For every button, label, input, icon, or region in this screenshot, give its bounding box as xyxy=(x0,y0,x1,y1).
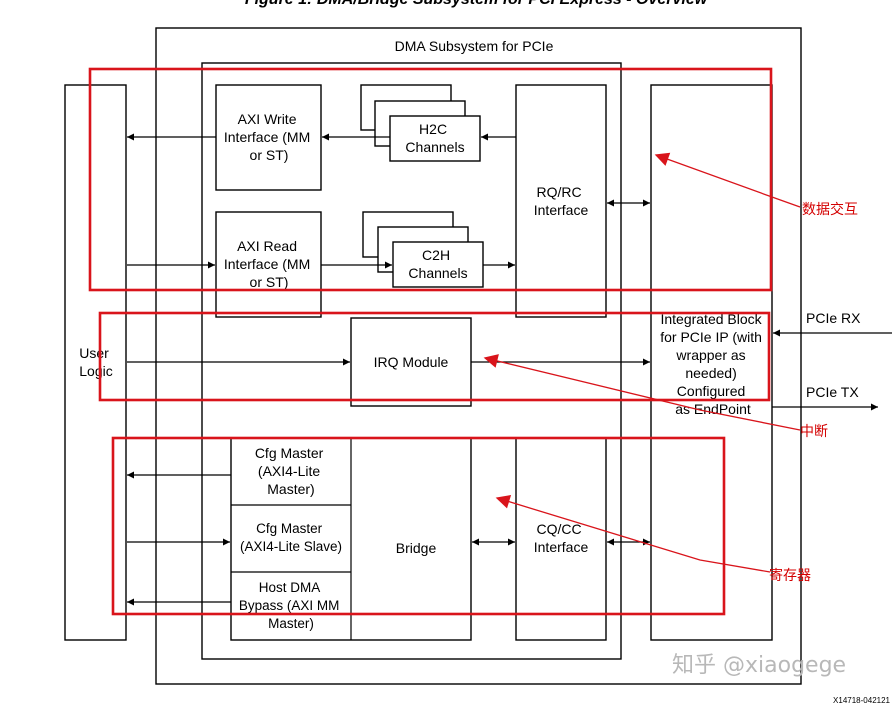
subsystem-title: DMA Subsystem for PCIe xyxy=(395,38,554,54)
axi-read-interface-label: AXI Read Interface (MM or ST) xyxy=(224,238,314,290)
bridge-label: Bridge xyxy=(396,540,437,556)
c2h-channels-label: C2H Channels xyxy=(408,247,467,281)
h2c-channels-label: H2C Channels xyxy=(405,121,464,155)
h2c-channels-stack xyxy=(360,84,481,162)
user-logic-block xyxy=(64,84,127,641)
pcie-rx-label: PCIe RX xyxy=(806,310,861,326)
user-logic-label: User Logic xyxy=(79,345,112,379)
figure-id: X14718-042121 xyxy=(833,696,890,705)
interrupt-pointer xyxy=(483,354,801,431)
register-pointer xyxy=(495,494,771,573)
host-dma-bypass-label: Host DMA Bypass (AXI MM Master) xyxy=(239,580,343,631)
watermark: 知乎 @xiaogege xyxy=(672,653,846,678)
cq-cc-interface-block xyxy=(515,437,607,641)
register-highlight-box xyxy=(111,436,726,616)
figure-caption: Figure 1: DMA/Bridge Subsystem for PCI E… xyxy=(245,0,709,8)
irq-module-block xyxy=(350,317,472,407)
rq-rc-interface-block xyxy=(515,84,607,318)
rq-rc-interface-label: RQ/RC Interface xyxy=(534,184,589,218)
interrupt-highlight-box xyxy=(98,311,771,402)
axi-write-interface-label: AXI Write Interface (MM or ST) xyxy=(224,111,314,163)
c2h-channels-stack xyxy=(362,211,484,288)
cq-cc-interface-label: CQ/CC Interface xyxy=(534,521,589,555)
axi-read-interface-block xyxy=(215,211,322,318)
cfg-master-lite-master-label: Cfg Master (AXI4-Lite Master) xyxy=(255,445,327,497)
register-annotation: 寄存器 xyxy=(769,567,811,584)
integrated-block xyxy=(650,84,773,641)
pcie-tx-label: PCIe TX xyxy=(806,384,859,400)
irq-module-label: IRQ Module xyxy=(374,354,449,370)
cfg-master-lite-slave-label: Cfg Master (AXI4-Lite Slave) xyxy=(240,521,342,554)
data-exchange-pointer xyxy=(654,152,801,208)
interrupt-annotation: 中断 xyxy=(800,424,828,440)
axi-write-interface-block xyxy=(215,84,322,191)
integrated-block-label: Integrated Block for PCIe IP (with wrapp… xyxy=(660,311,766,417)
data-exchange-annotation: 数据交互 xyxy=(802,201,858,218)
data-exchange-highlight-box xyxy=(88,67,773,292)
connections xyxy=(127,133,892,606)
